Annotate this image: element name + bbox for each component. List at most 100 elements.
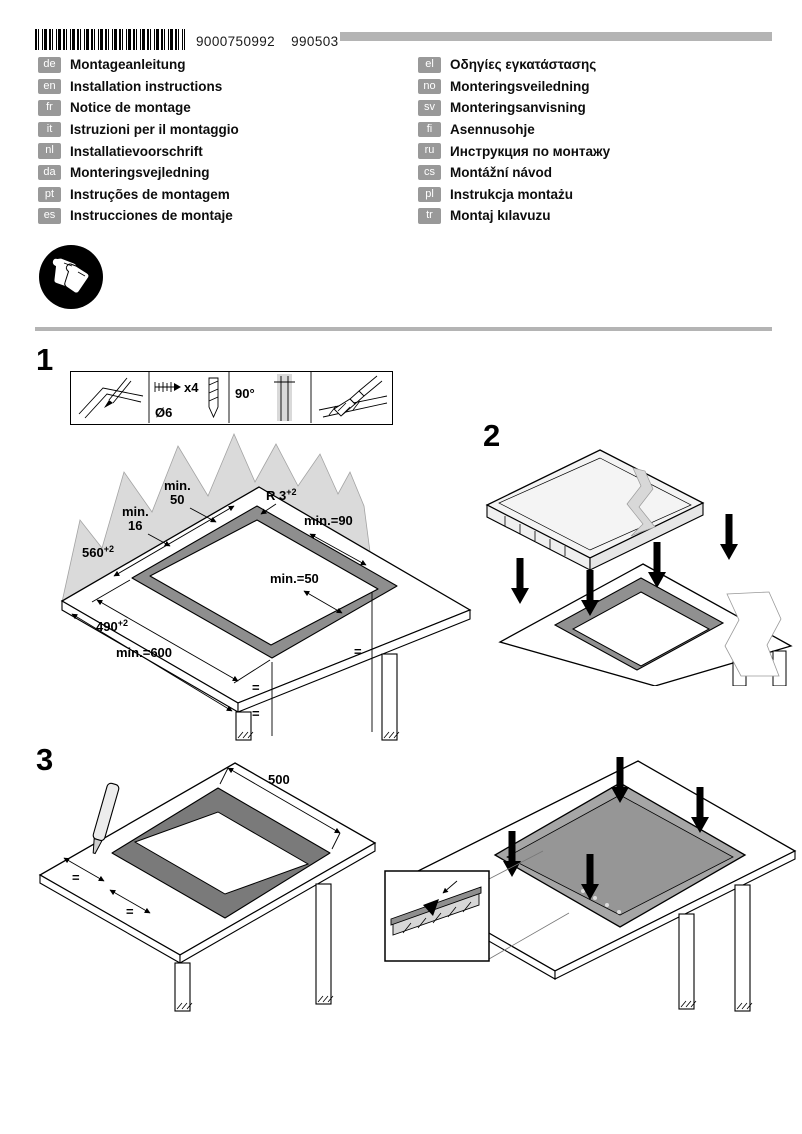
cabinet-leg <box>315 883 334 1005</box>
language-name: Monteringsveiledning <box>450 78 590 94</box>
drill-hole-icon <box>274 374 295 421</box>
language-code-badge: pl <box>418 186 441 203</box>
cabinet-leg <box>734 884 753 1012</box>
language-name: Installation instructions <box>70 78 223 94</box>
language-row: de Montageanleitung <box>38 57 239 73</box>
language-code-badge: fi <box>418 121 441 138</box>
cabinet-leg <box>381 653 400 741</box>
hob <box>493 782 747 928</box>
sealant-applicator-icon <box>92 782 120 855</box>
language-row: cs Montážní návod <box>418 164 610 181</box>
detail-inset <box>384 870 490 962</box>
step1-cutout-diagram: min. 50 min. 16 R 3+2 min.=90 560+2 min.… <box>60 432 472 741</box>
gloves-icon <box>39 245 103 309</box>
dim-560: 560+2 <box>82 544 114 560</box>
language-name: Instruções de montagem <box>70 186 230 202</box>
cutout-opening <box>133 811 310 895</box>
screw-icon <box>154 382 181 392</box>
header-divider-bar <box>340 32 772 41</box>
language-row: nl Installatievoorschrift <box>38 143 239 159</box>
hob <box>485 449 705 571</box>
step3-number: 3 <box>36 742 54 777</box>
language-name: Monteringsanvisning <box>450 100 586 116</box>
language-row: it Istruzioni per il montaggio <box>38 121 239 138</box>
countertop-front-right-face <box>554 850 796 980</box>
language-code-badge: no <box>418 78 441 95</box>
language-name: Montageanleitung <box>70 57 186 73</box>
document-code-value: 990503 <box>291 34 339 49</box>
dim-min16-word: min. <box>122 504 149 519</box>
dim-min16-value: 16 <box>128 518 142 533</box>
language-column-left: de Montageanleitung en Installation instru… <box>38 57 239 230</box>
language-name: Montážní návod <box>450 165 552 181</box>
dim-equal: = <box>126 904 134 919</box>
language-code-badge: cs <box>418 164 441 181</box>
paper-tear-band <box>626 467 656 537</box>
dim-min50-word: min. <box>164 478 191 493</box>
brush-icon <box>318 375 388 418</box>
language-row: pt Instruções de montagem <box>38 186 239 203</box>
down-arrow <box>691 787 709 833</box>
language-name: Инструкция по монтажу <box>450 143 611 159</box>
language-row: pl Instrukcja montażu <box>418 186 610 203</box>
dimension-lines <box>63 767 341 914</box>
language-code-badge: tr <box>418 208 441 224</box>
language-name: Instrucciones de montaje <box>70 208 233 224</box>
dim-min50b: min.=50 <box>270 571 319 586</box>
language-code-badge: it <box>38 121 61 138</box>
cabinet-leg <box>235 711 254 741</box>
dimension-lines <box>71 503 373 736</box>
dim-radius: R 3+2 <box>266 487 297 503</box>
detail-leader-lines <box>488 850 570 960</box>
language-name: Istruzioni per il montaggio <box>70 122 239 138</box>
dim-equal: = <box>72 870 80 885</box>
language-name: Montaj kılavuzu <box>450 208 551 224</box>
language-name: Installatievoorschrift <box>70 143 203 159</box>
scribe-icon <box>78 377 144 419</box>
language-code-badge: pt <box>38 186 61 203</box>
step3-press-diagram <box>384 757 797 1012</box>
hob-right-face <box>589 502 704 571</box>
language-name: Instrukcja montażu <box>450 186 574 202</box>
screw-count-label: x4 <box>184 380 199 395</box>
barcode <box>35 29 185 50</box>
down-arrow <box>611 757 629 803</box>
paper-tear-band <box>724 591 782 677</box>
section-divider-bar <box>35 327 772 331</box>
step3-seal-diagram: 500 = = <box>38 762 377 1012</box>
step1-tools-box: x4 Ø6 90° <box>70 371 393 425</box>
drill-diameter-label: Ø6 <box>155 405 172 420</box>
language-code-badge: de <box>38 57 61 73</box>
drill-angle-label: 90° <box>235 386 255 401</box>
countertop-front-right-face <box>179 842 376 964</box>
step2-number: 2 <box>483 418 501 453</box>
language-code-badge: en <box>38 78 61 95</box>
dim-min90: min.=90 <box>304 513 353 528</box>
language-row: no Monteringsveiledning <box>418 78 610 95</box>
language-row: da Monteringsvejledning <box>38 164 239 181</box>
dim-min600: min.=600 <box>116 645 172 660</box>
language-row: tr Montaj kılavuzu <box>418 208 610 224</box>
language-row: fi Asennusohje <box>418 121 610 138</box>
down-arrow <box>511 558 529 604</box>
language-name: Notice de montage <box>70 100 191 116</box>
language-code-badge: es <box>38 208 61 224</box>
gloves-illustration <box>51 257 90 294</box>
cabinet-leg <box>174 962 193 1012</box>
down-arrow <box>503 831 521 877</box>
language-code-badge: nl <box>38 143 61 159</box>
step1-number: 1 <box>36 342 54 377</box>
language-code-badge: ru <box>418 143 441 159</box>
language-name: Asennusohje <box>450 122 535 138</box>
dim-500: 500 <box>268 772 290 787</box>
language-code-badge: fr <box>38 100 61 116</box>
language-code-badge: da <box>38 164 61 181</box>
dim-490: 490+2 <box>96 618 128 634</box>
dim-equal: = <box>354 644 362 659</box>
language-name: Monteringsvejledning <box>70 165 210 181</box>
